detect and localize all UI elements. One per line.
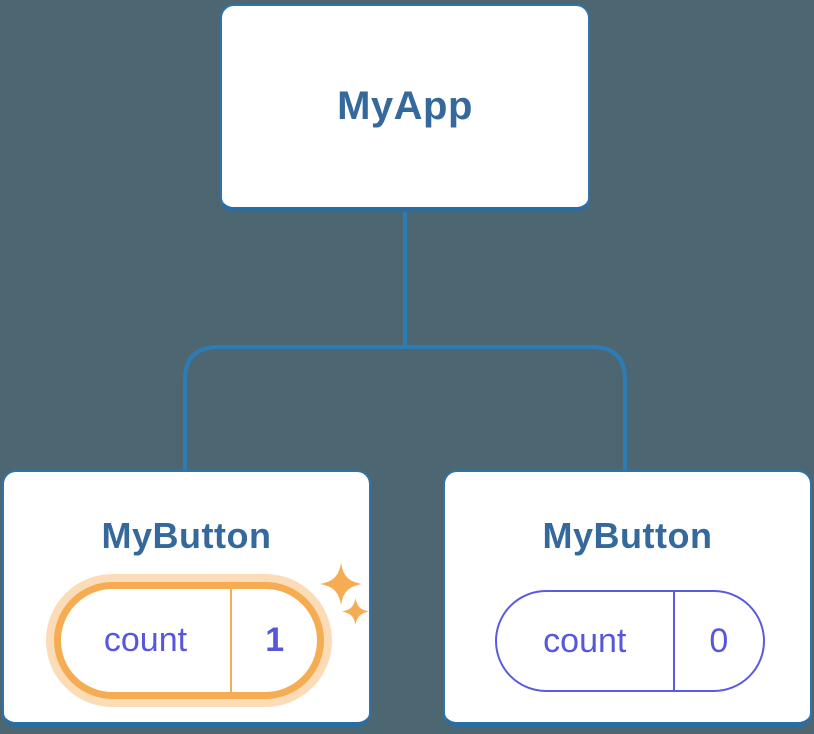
component-node-mybutton-right: MyButton count 0 xyxy=(443,470,812,727)
component-name-mybutton-right: MyButton xyxy=(542,515,713,556)
state-pill-plain: count 0 xyxy=(495,590,765,692)
sparkle-icon xyxy=(342,598,369,625)
pill-divider xyxy=(672,592,675,690)
component-name-myapp: MyApp xyxy=(337,84,473,128)
component-name-mybutton-left: MyButton xyxy=(101,515,272,556)
state-value: 0 xyxy=(709,621,729,660)
sparkle-icon xyxy=(320,563,362,605)
component-node-mybutton-left: MyButton count 1 xyxy=(2,470,371,727)
state-key-label: count xyxy=(103,621,188,659)
state-value: 1 xyxy=(265,621,285,659)
component-node-myapp: MyApp xyxy=(220,4,590,212)
state-key-label: count xyxy=(543,621,627,660)
connector-branch-bracket xyxy=(183,345,627,474)
state-pill-highlighted: count 1 xyxy=(54,582,324,699)
pill-divider xyxy=(229,589,233,692)
